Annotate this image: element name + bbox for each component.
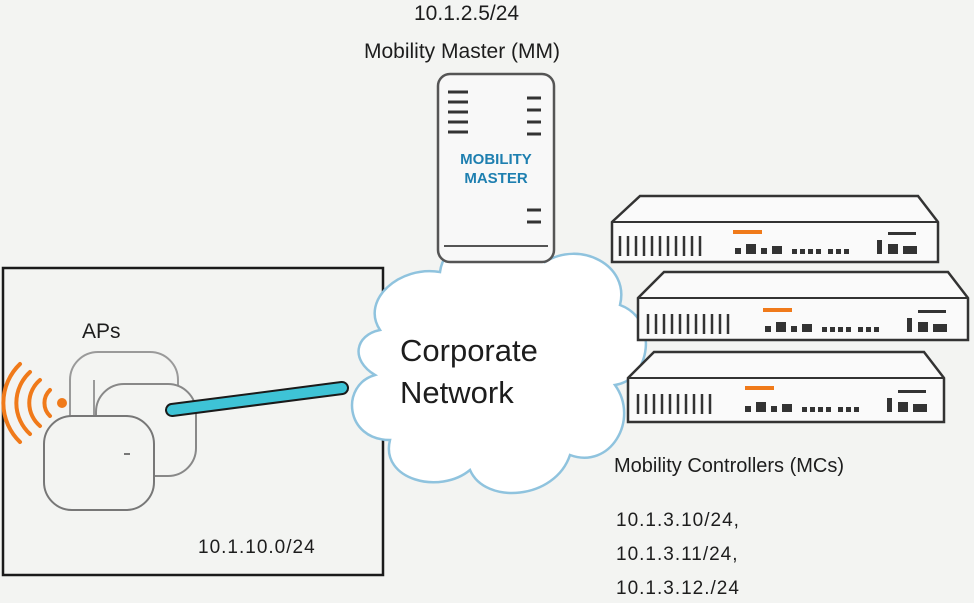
ap-subnet-label: 10.1.10.0/24 xyxy=(198,537,316,558)
access-point-3 xyxy=(43,415,155,511)
mm-device-text-line1: MOBILITY xyxy=(460,151,532,168)
mm-device-badge: MOBILITY MASTER xyxy=(438,150,554,188)
cloud-label-line1: Corporate xyxy=(400,333,538,368)
wireless-signal-icon xyxy=(1,362,67,444)
cloud-label: Corporate Network xyxy=(400,330,538,414)
mobility-master-device xyxy=(436,72,556,264)
ethernet-cable xyxy=(165,381,349,417)
cloud-label-line2: Network xyxy=(400,375,514,410)
mcs-label: Mobility Controllers (MCs) xyxy=(614,455,845,477)
mm-device-text-line2: MASTER xyxy=(464,170,528,187)
mobility-controller-1 xyxy=(610,194,940,264)
mc-ip-3: 10.1.3.12./24 xyxy=(616,578,740,599)
aps-label: APs xyxy=(82,320,121,343)
mobility-controller-3 xyxy=(626,350,946,424)
mc-ip-2: 10.1.3.11/24, xyxy=(616,544,739,565)
mm-ip-label: 10.1.2.5/24 xyxy=(414,2,520,25)
mc-ip-1: 10.1.3.10/24, xyxy=(616,510,740,531)
mm-label: Mobility Master (MM) xyxy=(364,40,561,63)
mobility-controller-2 xyxy=(636,270,970,342)
